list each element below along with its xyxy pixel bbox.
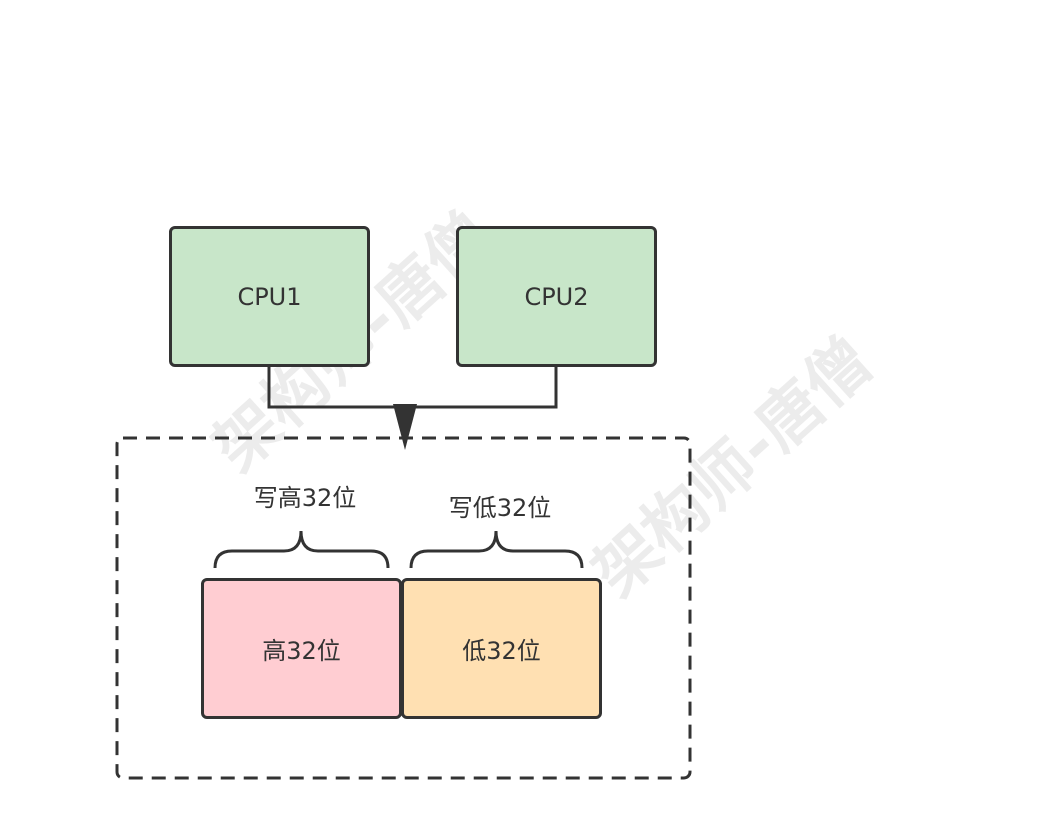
cpu2-node: CPU2 — [456, 226, 657, 367]
cpu-connector-line — [267, 366, 558, 409]
high-32-bit-block: 高32位 — [201, 578, 402, 719]
high-32-bit-label: 高32位 — [262, 637, 341, 665]
write-high-label: 写高32位 — [253, 484, 357, 512]
cpu2-label: CPU2 — [524, 282, 589, 311]
low-32-bit-label: 低32位 — [462, 637, 541, 665]
cpu1-label: CPU1 — [237, 282, 302, 311]
arrow-head-icon — [393, 404, 417, 450]
brace-low-icon — [409, 530, 584, 569]
low-32-bit-block: 低32位 — [401, 578, 602, 719]
brace-high-icon — [213, 530, 390, 569]
write-low-label: 写低32位 — [448, 494, 552, 522]
cpu1-node: CPU1 — [169, 226, 370, 367]
